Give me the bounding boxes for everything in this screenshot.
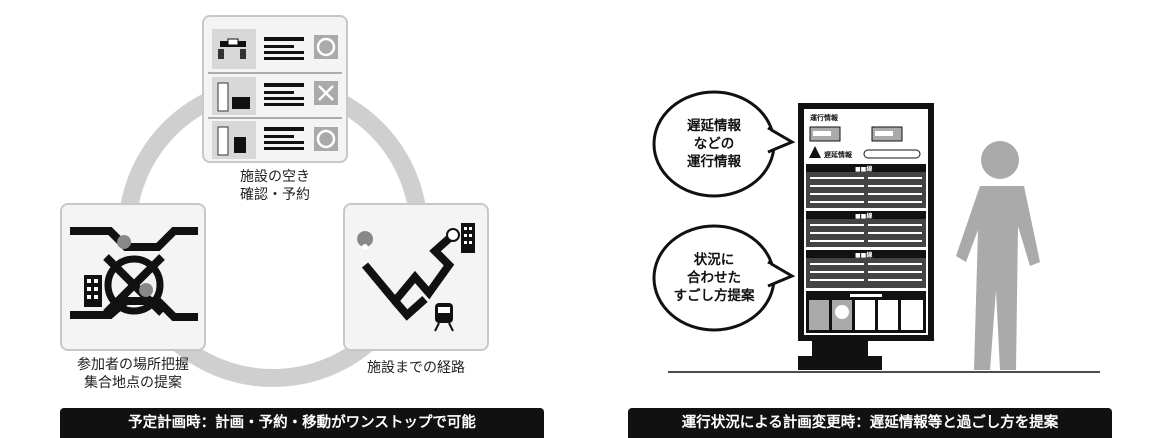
left-banner: 予定計画時：計画・予約・移動がワンストップで可能 [60,408,544,438]
section-label-2: ■■線 [855,213,873,220]
person-silhouette [956,141,1040,370]
meeting-point-icon [104,255,164,315]
suggestion-strip [806,291,926,333]
timetable-2 [806,211,926,247]
screen-alert: 遅延情報 [824,151,852,159]
right-banner: 運行状況による計画変更時：遅延情報等と過ごし方を提案 [628,408,1112,438]
unavailable-mark [318,85,334,101]
caption-route: 施設までの経路 [367,360,465,376]
warning-icon [809,146,821,158]
facility-availability-panel [202,15,348,163]
timetable-1 [806,164,926,208]
available-mark-1 [316,37,336,57]
section-label-3: ■■線 [855,252,873,259]
timetable-3 [806,250,926,288]
bubble-operation-info-text: 遅延情報 などの 運行情報 [687,118,741,170]
bubble-suggestion-text: 状況に 合わせた すごし方提案 [673,252,755,304]
route-panel [343,203,489,351]
location-pin-icon [117,235,132,263]
participant-location-panel [60,203,206,351]
caption-location: 参加者の場所把握 集合地点の提案 [77,357,189,391]
room-row-2 [212,77,338,115]
destination-building-icon [461,223,475,253]
caption-availability: 施設の空き 確認・予約 [240,169,310,203]
room-row-1 [212,29,338,69]
section-label-1: ■■線 [855,166,873,173]
train-icon [434,303,454,332]
room-row-3 [212,121,338,159]
available-mark-2 [316,129,336,149]
screen-title: 運行情報 [810,114,838,122]
